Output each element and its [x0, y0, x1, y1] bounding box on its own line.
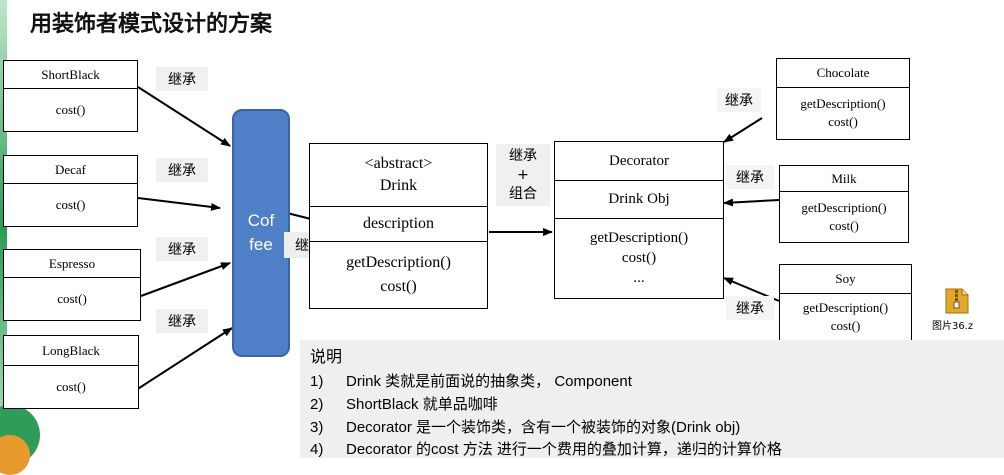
- class-drink-stereotype: <abstract>: [364, 155, 433, 172]
- decorative-green-edge: [0, 0, 7, 458]
- class-milk-method-cost: cost(): [829, 217, 859, 233]
- class-decaf-method: cost(): [4, 183, 137, 225]
- notes-item-number: 4): [310, 441, 324, 458]
- arrow-chocolate-to-decorator: [723, 117, 763, 143]
- class-decorator-field: Drink Obj: [555, 180, 723, 218]
- notes-title: 说明: [310, 349, 343, 366]
- notes-panel: 说明 1) Drink 类就是前面说的抽象类， Component 2) Short…: [300, 340, 1004, 458]
- label-inherit-chocolate: 继承: [717, 88, 761, 112]
- class-longblack-name: LongBlack: [42, 342, 100, 358]
- class-soy-method-cost: cost(): [830, 318, 861, 333]
- zip-file-icon[interactable]: [944, 287, 970, 315]
- class-drink-method-getdescription: getDescription(): [346, 253, 451, 271]
- coffee-block-line2: fee: [249, 235, 273, 254]
- class-decorator-method-getdescription: getDescription(): [589, 230, 689, 246]
- class-chocolate-name: Chocolate: [816, 65, 870, 80]
- arrow-espresso-to-coffee: [140, 262, 231, 297]
- class-shortblack-method: cost(): [4, 88, 137, 130]
- arrow-shortblack-to-coffee: [137, 86, 231, 147]
- notes-item-number: 3): [310, 419, 324, 436]
- label-combine-text: 组合: [509, 185, 537, 202]
- label-inherit-milk: 继承: [726, 165, 774, 189]
- notes-item-text: ShortBlack 就单品咖啡: [346, 396, 498, 413]
- class-chocolate: Chocolate getDescription() cost(): [776, 58, 910, 140]
- class-espresso-name: Espresso: [48, 255, 96, 271]
- class-milk-method-getdescription: getDescription(): [801, 199, 887, 215]
- page-title: 用装饰者模式设计的方案: [30, 12, 273, 37]
- arrow-longblack-to-coffee: [132, 327, 233, 393]
- coffee-block: Cof fee: [232, 109, 290, 357]
- class-soy-methods: getDescription() cost(): [780, 293, 911, 340]
- class-milk-name: Milk: [831, 170, 857, 186]
- class-drink-method-cost: cost(): [380, 277, 417, 295]
- label-inherit-longblack: 继承: [156, 309, 208, 333]
- class-drink-methods: getDescription() cost(): [310, 241, 487, 307]
- arrow-decaf-to-coffee: [137, 197, 221, 211]
- class-decorator-name: Decorator: [609, 152, 669, 169]
- class-milk-methods: getDescription() cost(): [780, 191, 908, 241]
- class-decaf-name: Decaf: [54, 161, 87, 177]
- notes-item-number: 1): [310, 373, 324, 390]
- notes-item: 3) Decorator 是一个装饰类，含有一个被装饰的对象(Drink obj): [310, 416, 740, 437]
- label-inherit-text: 继承: [509, 147, 537, 164]
- class-chocolate-method-cost: cost(): [828, 114, 858, 129]
- class-decorator-methods: getDescription() cost() ...: [555, 218, 723, 297]
- notes-item: 4) Decorator 的cost 方法 进行一个费用的叠加计算，递归的计算价格: [310, 438, 782, 459]
- class-decorator-method-ellipsis: ...: [633, 270, 645, 286]
- label-inherit-espresso: 继承: [156, 237, 208, 261]
- class-drink-field: description: [310, 206, 487, 241]
- coffee-block-line1: Cof: [247, 211, 275, 230]
- class-drink: <abstract> Drink description getDescript…: [309, 143, 488, 309]
- class-longblack-method: cost(): [4, 365, 138, 407]
- notes-item: 2) ShortBlack 就单品咖啡: [310, 393, 498, 414]
- class-soy-method-getdescription: getDescription(): [802, 300, 889, 315]
- class-drink-name: Drink: [379, 177, 418, 194]
- label-inherit-combine: 继承 + 组合: [496, 144, 550, 206]
- class-longblack: LongBlack cost(): [3, 335, 139, 409]
- class-drink-header: <abstract> Drink: [310, 144, 487, 206]
- class-chocolate-method-getdescription: getDescription(): [800, 96, 886, 111]
- notes-item: 1) Drink 类就是前面说的抽象类， Component: [310, 370, 632, 391]
- class-shortblack: ShortBlack cost(): [3, 60, 138, 132]
- label-inherit-soy: 继承: [726, 296, 774, 320]
- class-milk: Milk getDescription() cost(): [779, 165, 909, 243]
- class-decaf: Decaf cost(): [3, 155, 138, 227]
- zip-file-label[interactable]: 图片36.z: [932, 321, 974, 332]
- class-soy-name: Soy: [835, 271, 856, 286]
- class-espresso: Espresso cost(): [3, 249, 141, 321]
- arrow-milk-to-decorator: [723, 198, 780, 207]
- class-shortblack-name: ShortBlack: [41, 66, 100, 82]
- class-decorator-method-cost: cost(): [621, 250, 657, 266]
- notes-item-text: Drink 类就是前面说的抽象类， Component: [346, 373, 632, 390]
- label-inherit-shortblack: 继承: [156, 67, 208, 91]
- notes-item-text: Decorator 的cost 方法 进行一个费用的叠加计算，递归的计算价格: [346, 441, 782, 458]
- label-plus-text: +: [517, 166, 529, 183]
- class-chocolate-methods: getDescription() cost(): [777, 87, 909, 138]
- notes-item-number: 2): [310, 396, 324, 413]
- label-inherit-decaf: 继承: [156, 158, 208, 182]
- class-decorator: Decorator Drink Obj getDescription() cos…: [554, 141, 724, 299]
- class-espresso-method: cost(): [4, 277, 140, 319]
- notes-item-text: Decorator 是一个装饰类，含有一个被装饰的对象(Drink obj): [346, 419, 741, 436]
- class-soy: Soy getDescription() cost(): [779, 264, 912, 342]
